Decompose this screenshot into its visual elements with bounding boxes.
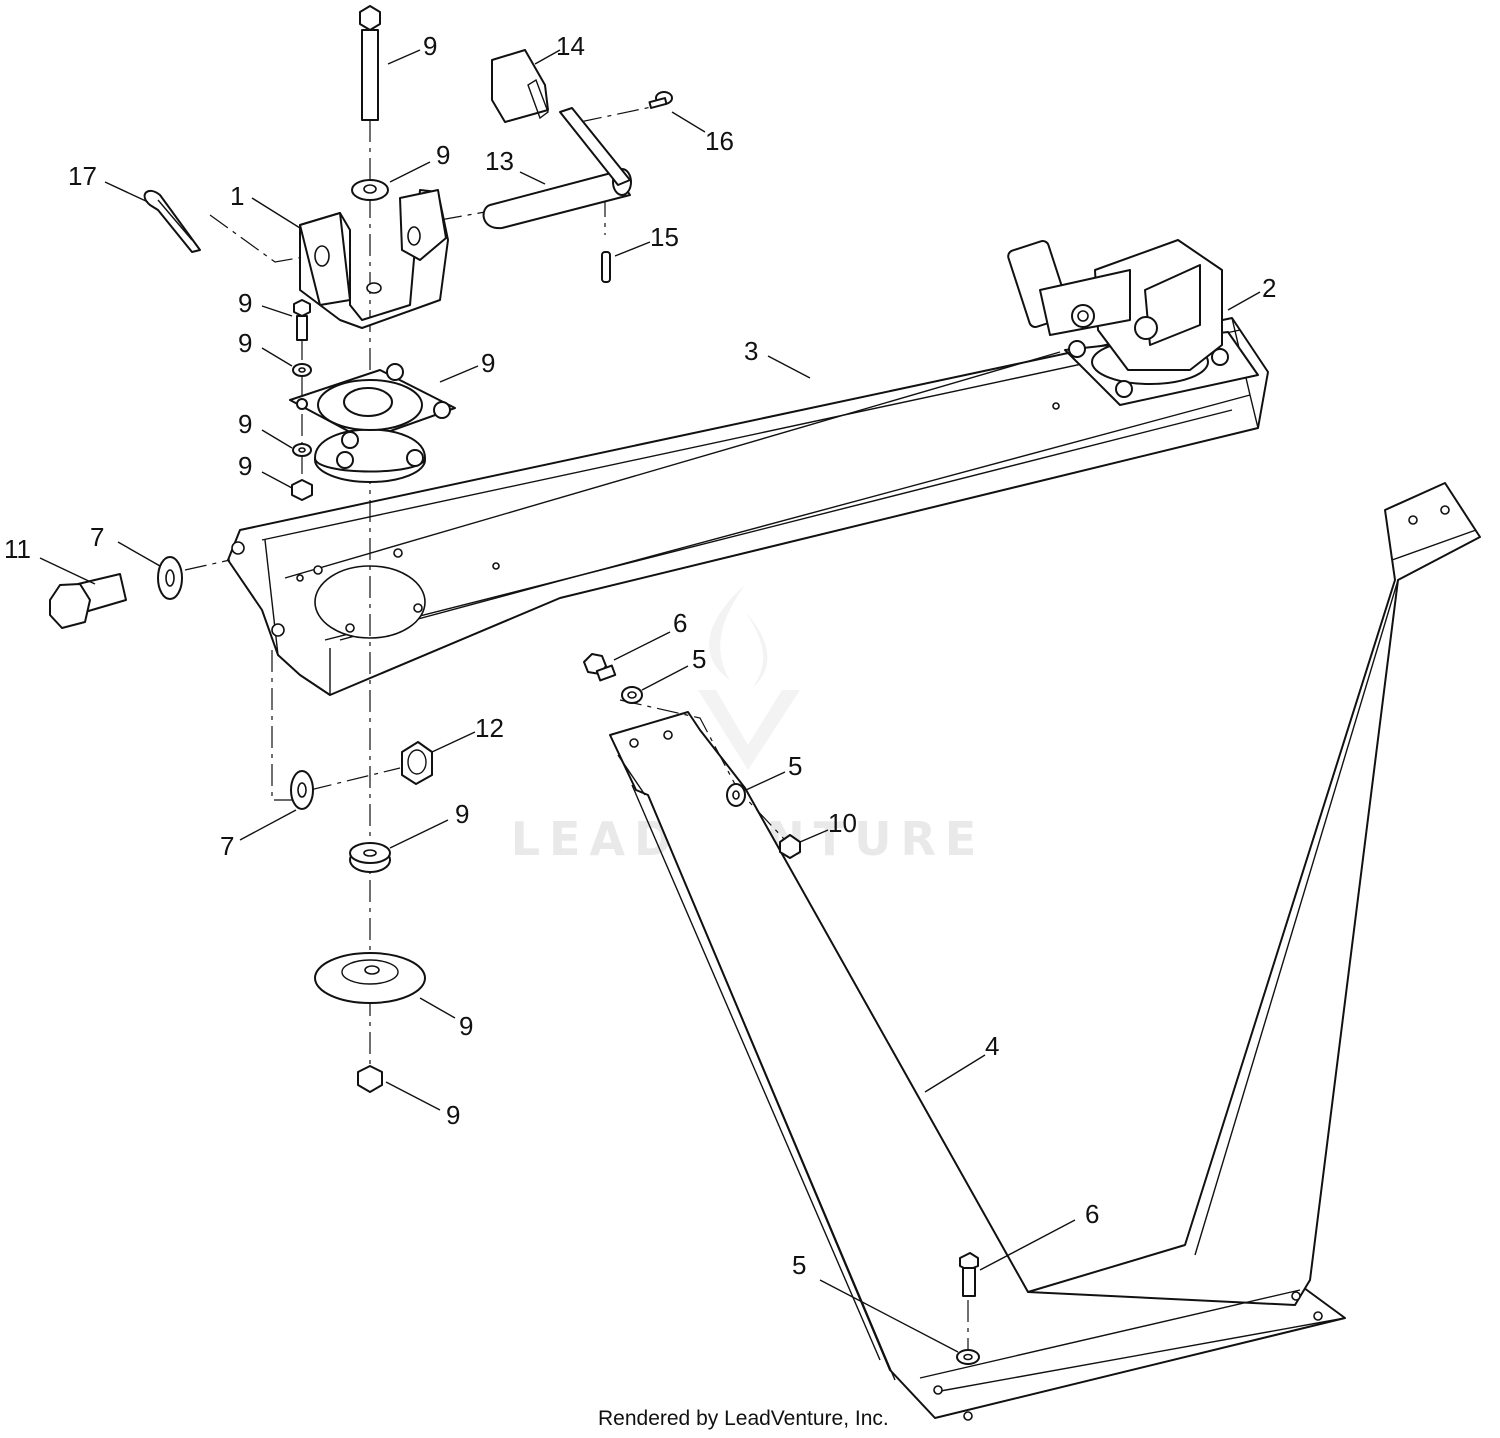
part-9-small-bolt: [293, 299, 311, 341]
part-5-washer-bottom: [956, 1349, 980, 1365]
callout-label: 13: [485, 146, 514, 176]
part-9-top-long-bolt: [359, 5, 381, 121]
callout-label: 6: [1085, 1199, 1099, 1229]
part-9-spacer: [349, 842, 391, 873]
callout-label: 9: [423, 31, 437, 61]
callout-label: 9: [446, 1100, 460, 1130]
part-5-washer-mid: [726, 783, 746, 807]
callout-label: 12: [475, 713, 504, 743]
callout-label: 9: [238, 288, 252, 318]
callout-label: 11: [4, 534, 31, 564]
callout-label: 9: [238, 409, 252, 439]
part-9-cup-washer: [314, 952, 426, 1004]
callout-label: 3: [744, 336, 758, 366]
callout-label: 10: [828, 808, 857, 838]
part-11-large-bolt: [49, 573, 127, 629]
callout-label: 9: [455, 799, 469, 829]
part-14-handle-grip: [491, 49, 631, 186]
part-3-crossbar: [227, 317, 1269, 696]
part-12-nut: [401, 741, 433, 785]
part-9-small-washer: [292, 363, 312, 377]
part-9-small-washer-lower: [292, 443, 312, 457]
callout-label: 17: [68, 161, 97, 191]
callout-label: 5: [792, 1250, 806, 1280]
part-13-clevis-pin: [482, 168, 632, 230]
part-5-washer-top: [621, 686, 643, 704]
part-7-washer-top: [157, 556, 183, 600]
callout-label: 7: [90, 522, 104, 552]
callout-label: 5: [692, 644, 706, 674]
part-1-left-bracket: [299, 189, 449, 329]
callout-label: 6: [673, 608, 687, 638]
callout-label: 2: [1262, 273, 1276, 303]
callout-label: 9: [436, 140, 450, 170]
callout-label: 9: [459, 1011, 473, 1041]
callout-label: 9: [238, 328, 252, 358]
callout-label: 9: [481, 348, 495, 378]
part-7-washer-bottom: [290, 770, 314, 810]
part-9-small-nut: [291, 479, 313, 501]
callout-label: 4: [985, 1031, 999, 1061]
part-15-roll-pin: [601, 251, 611, 283]
part-10-nut: [779, 834, 801, 859]
part-2-right-bracket: [1007, 239, 1223, 371]
part-9-bottom-nut: [357, 1065, 383, 1093]
part-17-hairpin-clip: [143, 189, 201, 253]
callouts: 9 14 16 9 13 17 1 15 2 9 9 3 9 9 9 11 7 …: [4, 31, 1276, 1280]
part-9-isolator-mount: [289, 363, 456, 483]
callout-label: 5: [788, 751, 802, 781]
part-16-screw: [648, 91, 673, 109]
part-6-bottom-bolt: [959, 1252, 979, 1297]
callout-label: 14: [556, 31, 585, 61]
callout-label: 7: [220, 831, 234, 861]
watermark-flame-logo: [698, 585, 800, 770]
callout-label: 1: [230, 181, 244, 211]
callout-label: 16: [705, 126, 734, 156]
part-6-top-bolt: [583, 653, 617, 682]
callout-leaders: [39, 49, 1261, 1353]
part-4-v-frame: [609, 482, 1481, 1421]
callout-label: 15: [650, 222, 679, 252]
callout-label: 9: [238, 451, 252, 481]
footer-credit: Rendered by LeadVenture, Inc.: [598, 1407, 889, 1430]
part-9-top-washer: [351, 179, 389, 201]
